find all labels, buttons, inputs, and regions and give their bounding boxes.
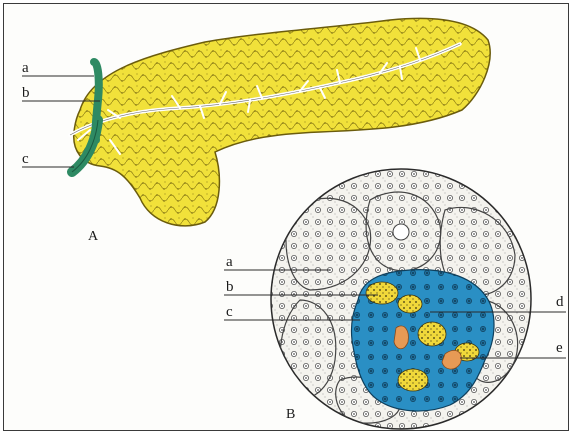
panel-b-label-a: a	[226, 254, 233, 270]
panel-b-label-d: d	[556, 294, 564, 310]
panel-a-title: A	[88, 229, 99, 244]
panel-b-label-b: b	[226, 279, 234, 295]
panel-b-label-c: c	[226, 304, 233, 320]
panel-a-label-b: b	[22, 85, 30, 101]
panel-a-label-c: c	[22, 151, 29, 167]
panel-b-label-e: e	[556, 340, 563, 356]
panel-a-label-a: a	[22, 60, 29, 76]
panel-b-title: B	[286, 407, 295, 422]
acinus-lumen	[393, 224, 409, 240]
histology-circle	[271, 169, 531, 429]
